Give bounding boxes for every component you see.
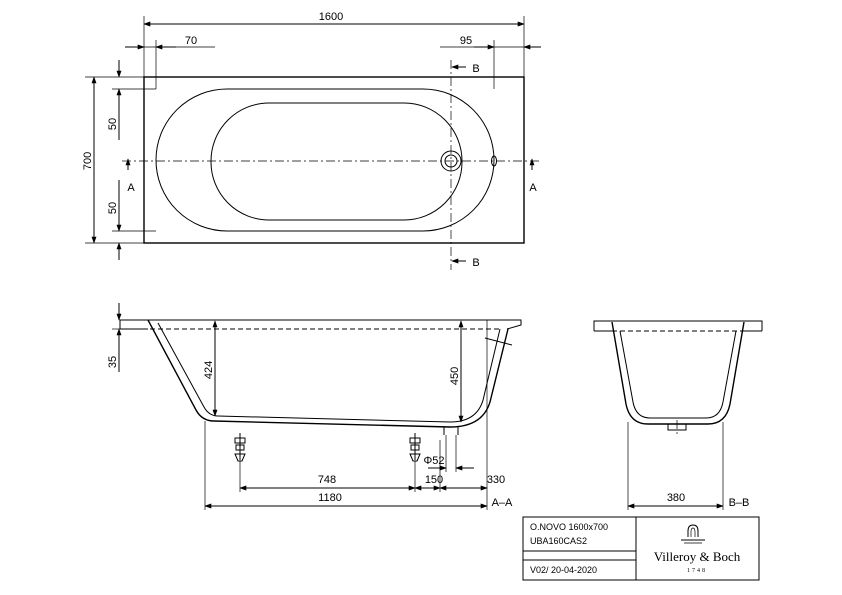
section-a-markers: A A: [125, 158, 537, 194]
tub-outer-rim: [143, 76, 525, 244]
top-view: [122, 60, 540, 270]
section-b-bottom-label: B: [472, 257, 479, 269]
tub-inner-shell: [157, 322, 501, 423]
brand-name: Villeroy & Boch: [654, 549, 741, 564]
dim-rim-right: 95: [440, 35, 541, 89]
dim-drain-offset-label: 150: [425, 474, 443, 486]
dim-foot-spacing-label: 748: [318, 474, 336, 486]
dim-drain-end-label: 330: [487, 474, 505, 486]
title-revision-line: V02/ 20-04-2020: [530, 565, 597, 575]
dim-length-total: 1600: [143, 11, 525, 77]
dim-depth-left: 424: [203, 320, 218, 417]
overflow-icon: [491, 155, 497, 167]
dims-bottom-a-a: 748 150 330 1180 Φ52 A–A: [204, 320, 513, 510]
drain-outer-icon: [440, 150, 462, 172]
dim-rim-top-label: 50: [107, 118, 119, 130]
view-b-b-label: B–B: [729, 497, 750, 509]
tub-bottom-area: [210, 102, 463, 221]
dim-rim-right-label: 95: [460, 35, 472, 47]
title-model-line: O.NOVO 1600x700: [530, 522, 608, 532]
tub-inner-bowl: [155, 88, 495, 232]
dim-depth-left-label: 424: [203, 361, 215, 379]
dim-bottom-width-label: 380: [667, 492, 685, 504]
dim-rim-left: 70: [125, 35, 215, 89]
title-block: O.NOVO 1600x700 UBA160CAS2 V02/ 20-04-20…: [522, 516, 760, 581]
section-b-markers: B B: [451, 63, 480, 269]
brand-logo-icon: [681, 524, 705, 544]
dim-rim-left-label: 70: [185, 35, 197, 47]
dim-rim-bottom: 50: [107, 180, 156, 260]
tub-inner-shell-b: [619, 330, 737, 419]
dim-rim-height-label: 35: [107, 356, 119, 368]
title-code-line: UBA160CAS2: [530, 536, 587, 546]
section-a-left-label: A: [127, 182, 135, 194]
rim-profile-b: [593, 320, 763, 331]
dim-rim-height: 35: [107, 303, 122, 372]
dim-length-total-label: 1600: [319, 11, 343, 23]
foot-right-icon: [409, 433, 421, 462]
dim-drain-diameter-label: Φ52: [423, 455, 444, 467]
drain-inner-icon: [444, 154, 458, 168]
overflow-line: [484, 337, 513, 346]
foot-left-icon: [234, 433, 246, 462]
dim-rim-bottom-label: 50: [107, 202, 119, 214]
dim-width-total: 700: [82, 76, 144, 244]
section-a-right-label: A: [529, 182, 537, 194]
dim-depth-right: 450: [449, 320, 464, 423]
tub-outer-shell-b: [611, 321, 745, 425]
dim-depth-right-label: 450: [449, 367, 461, 385]
dim-width-total-label: 700: [82, 152, 94, 170]
section-b-top-label: B: [472, 63, 479, 75]
section-b-b-view: 380 B–B: [593, 320, 763, 510]
rim-profile: [119, 319, 522, 330]
view-a-a-label: A–A: [492, 497, 513, 509]
dim-rim-top: 50: [107, 60, 156, 140]
dim-foot-span-label: 1180: [318, 492, 342, 504]
brand-year: 1748: [687, 568, 707, 574]
